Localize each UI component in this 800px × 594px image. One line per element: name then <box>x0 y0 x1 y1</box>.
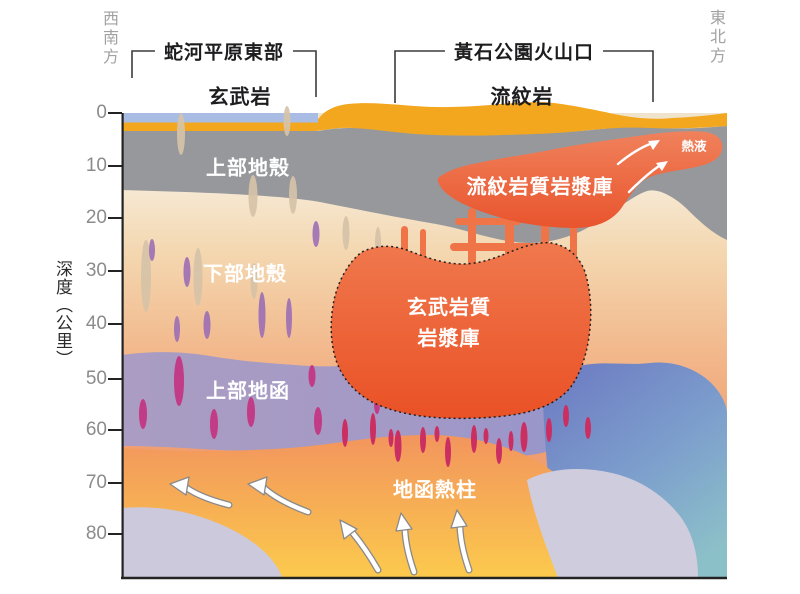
axis-tick-label: 50 <box>85 368 107 389</box>
axis-tick-label: 40 <box>85 313 107 334</box>
axis-tick-label: 70 <box>85 472 107 493</box>
basaltic-magma-reservoir-shape <box>330 241 592 420</box>
surface-rock-basalt-label: 玄武岩 <box>208 86 272 109</box>
depth-axis <box>108 112 727 580</box>
basaltic-reservoir-label-line2: 岩漿庫 <box>417 328 481 350</box>
depth-axis-label: 深度（公里） <box>53 260 72 368</box>
layer-label-upper-crust: 上部地殼 <box>206 157 290 180</box>
compass-northeast: 東北方 <box>707 9 724 66</box>
basaltic-reservoir-label-line1: 玄武岩質 <box>407 297 491 319</box>
feature-label-hydrothermal-fluid: 熱液 <box>681 139 707 154</box>
cool-grey-blob-right <box>527 468 698 578</box>
dike-swarm-magenta <box>139 356 380 439</box>
feature-label-mantle-plume: 地函熱柱 <box>393 479 477 502</box>
axis-tick-label: 30 <box>85 260 107 281</box>
axis-tick-label: 10 <box>85 155 107 176</box>
cool-grey-blob-left <box>122 507 282 578</box>
axis-tick-label: 0 <box>96 102 107 123</box>
hydrothermal-arrows <box>616 140 668 194</box>
axis-tick-label: 60 <box>85 419 107 440</box>
region-label-yellowstone-caldera: 黃石公園火山口 <box>444 37 604 65</box>
dike-swarm-crimson <box>342 405 591 467</box>
basalt-surface-layer-shape <box>122 113 318 123</box>
surface-gold-layer-shape <box>122 102 727 136</box>
compass-southwest: 西南方 <box>100 10 117 67</box>
axis-tick-label: 20 <box>85 207 107 228</box>
layer-label-upper-mantle: 上部地函 <box>206 380 290 403</box>
surface-rock-rhyolite-label: 流紋岩 <box>490 86 554 109</box>
rhyolitic-magma-reservoir-shape <box>437 131 723 228</box>
mantle-flow-arrows <box>169 476 473 576</box>
feature-label-basaltic-reservoir: 玄武岩質 岩漿庫 <box>407 293 491 355</box>
layer-label-lower-crust: 下部地殼 <box>203 263 287 286</box>
axis-tick-label: 80 <box>85 523 107 544</box>
region-label-snake-river-plain: 蛇河平原東部 <box>154 37 294 65</box>
feature-label-rhyolitic-reservoir: 流紋岩質岩漿庫 <box>466 176 614 199</box>
